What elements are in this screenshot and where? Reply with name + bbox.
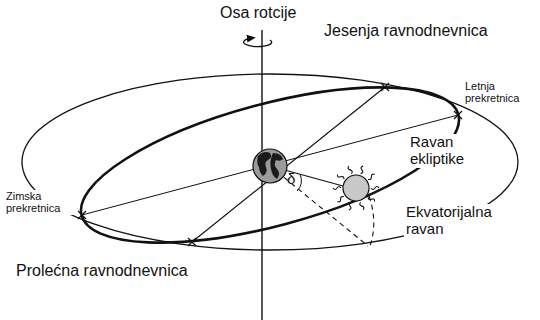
sun <box>333 166 379 210</box>
sun-ray <box>348 166 352 174</box>
equinox-label: Jesenja ravnodnevnica <box>322 22 490 40</box>
sun-ray <box>361 166 364 174</box>
sun-ray <box>368 197 375 202</box>
sun-ray <box>337 197 344 202</box>
axis-label: Osa rotcije <box>220 4 296 22</box>
equatorial-ellipse <box>22 74 518 250</box>
plane-label: Ekvatorijalna ravan <box>404 204 518 238</box>
sun-ray <box>337 175 344 180</box>
sun-ray <box>349 202 352 210</box>
rotation-arrow <box>244 38 272 47</box>
sun-ray <box>333 187 341 190</box>
angle-arc <box>297 174 301 191</box>
equatorial-projection <box>270 166 368 246</box>
equinox-label: Prolećna ravnodnevnica <box>14 262 190 280</box>
sun-ray <box>368 174 375 179</box>
sun-ray <box>360 202 364 210</box>
solstice-line <box>82 115 458 215</box>
plane-label: Ravan ekliptike <box>408 134 502 168</box>
angle-symbol: δ <box>287 171 295 188</box>
solstice-label: Letnja prekretnica <box>463 80 537 105</box>
declination-arc <box>369 196 374 246</box>
earth <box>253 149 287 183</box>
solstice-label: Zimska prekretnica <box>4 190 78 215</box>
sun-ray <box>371 187 379 190</box>
equinox-line <box>192 87 385 242</box>
